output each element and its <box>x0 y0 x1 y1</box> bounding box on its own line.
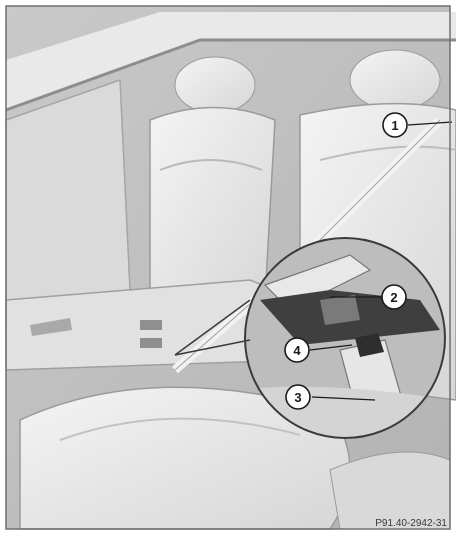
callout-3: 3 <box>286 385 310 409</box>
console-switch <box>140 338 162 348</box>
callout-2: 2 <box>382 285 406 309</box>
callout-4: 4 <box>285 338 309 362</box>
callout-1: 1 <box>383 113 407 137</box>
console-switch <box>140 320 162 330</box>
reference-code: P91.40-2942-31 <box>375 518 447 529</box>
svg-text:4: 4 <box>293 343 301 358</box>
svg-text:3: 3 <box>294 390 301 405</box>
release-button <box>320 295 360 325</box>
svg-text:2: 2 <box>390 290 397 305</box>
svg-text:1: 1 <box>391 118 398 133</box>
